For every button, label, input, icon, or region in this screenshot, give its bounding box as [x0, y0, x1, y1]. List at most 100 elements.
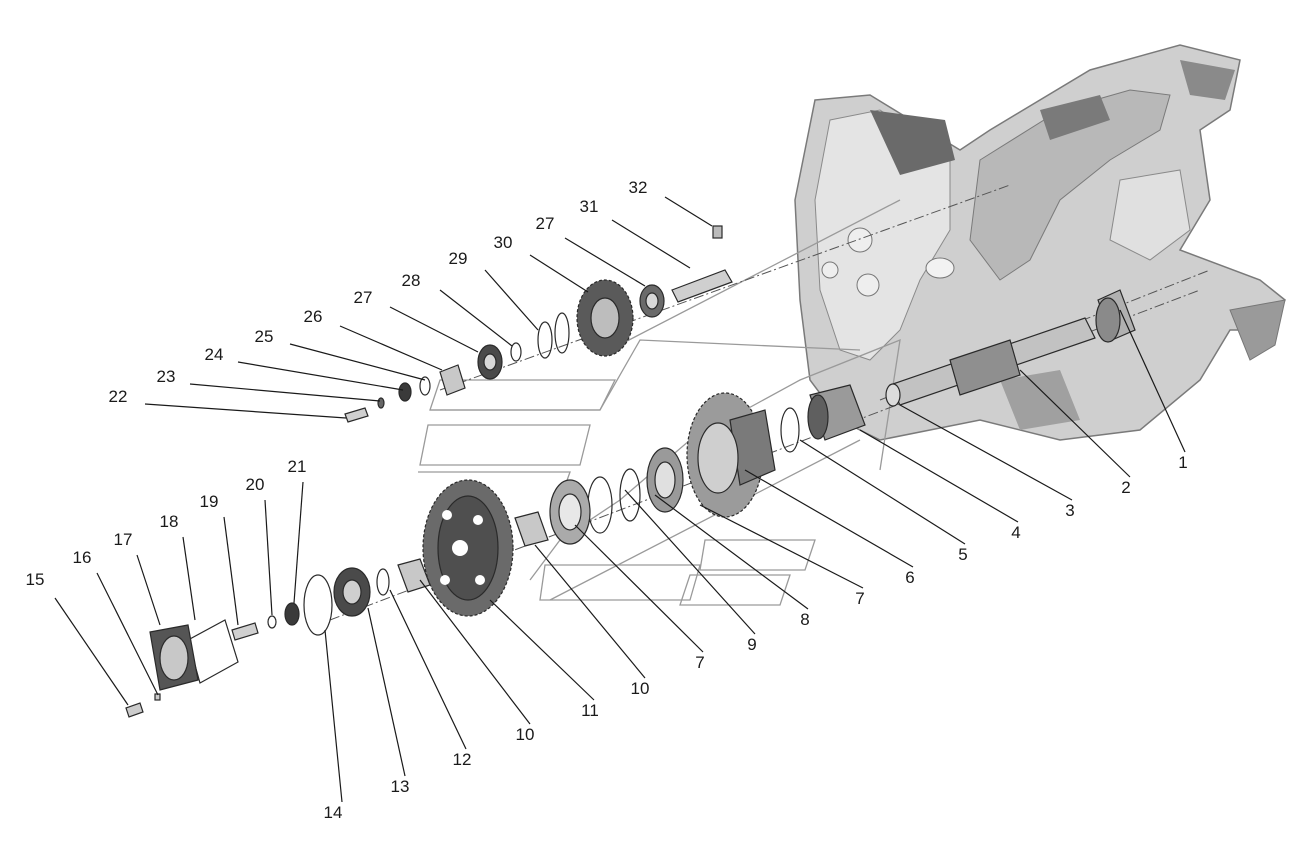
part-label-27: 27: [354, 288, 373, 307]
leader-line-30: [529, 254, 589, 293]
leader-line-8: [654, 494, 809, 610]
leader-line-10: [419, 579, 531, 725]
leader-line-4: [859, 429, 1019, 523]
leader-line-22: [144, 403, 347, 419]
leader-line-13: [367, 607, 406, 777]
part-24-washer: [398, 382, 412, 402]
leader-line-19: [223, 516, 239, 626]
part-27-bearing-lower: [477, 344, 503, 380]
part-13-bearing: [333, 567, 371, 617]
leader-line-24: [237, 361, 404, 391]
part-label-22: 22: [109, 387, 128, 406]
leader-line-27: [389, 306, 479, 353]
part-label-31: 31: [580, 197, 599, 216]
part-23-washer: [377, 397, 385, 409]
leader-line-21: [293, 481, 304, 604]
leader-line-7: [699, 504, 864, 589]
leader-line-26: [339, 325, 443, 371]
ghost-outlines: [418, 199, 901, 606]
part-label-12: 12: [453, 750, 472, 769]
part-15-bolt: [125, 702, 144, 718]
part-label-32: 32: [629, 178, 648, 197]
part-27-bearing-upper: [639, 284, 665, 318]
part-21-nut: [284, 602, 300, 626]
part-30-gear: [576, 279, 634, 357]
leader-line-7: [574, 524, 704, 653]
leader-line-29: [484, 269, 539, 331]
part-31-pin: [671, 269, 733, 303]
part-label-20: 20: [246, 475, 265, 494]
part-label-17: 17: [114, 530, 133, 549]
part-label-25: 25: [255, 327, 274, 346]
part-4-splined-hub: [807, 384, 866, 441]
part-label-16: 16: [73, 548, 92, 567]
part-6-gear: [686, 392, 776, 518]
leader-line-1: [1119, 309, 1186, 453]
leader-line-17: [136, 554, 161, 626]
part-12-ring: [376, 568, 390, 596]
part-2-shaft: [885, 317, 1096, 407]
part-26-bushing: [439, 364, 466, 396]
part-29-rings: [537, 312, 570, 359]
part-label-30: 30: [494, 233, 513, 252]
part-label-7: 7: [855, 589, 864, 608]
leader-line-12: [389, 589, 467, 750]
part-28-ring: [510, 342, 522, 362]
part-label-19: 19: [200, 492, 219, 511]
part-label-7: 7: [695, 653, 704, 672]
part-1-bearing: [1095, 289, 1136, 343]
leader-line-15: [54, 597, 129, 706]
part-label-3: 3: [1065, 501, 1074, 520]
part-label-27: 27: [536, 214, 555, 233]
leader-line-25: [289, 343, 426, 381]
part-11-large-gear: [422, 479, 514, 617]
leader-line-23: [189, 383, 381, 402]
part-19-bolt: [231, 622, 259, 641]
leader-line-6: [744, 469, 914, 568]
part-label-5: 5: [958, 545, 967, 564]
part-8-ring: [619, 468, 641, 522]
leader-line-5: [799, 439, 966, 545]
leader-line-14: [324, 629, 343, 803]
part-label-11: 11: [581, 701, 599, 720]
leader-line-2: [1019, 369, 1131, 478]
part-20-washer: [267, 615, 277, 629]
leader-line-20: [264, 499, 273, 616]
part-label-13: 13: [391, 777, 410, 796]
part-label-1: 1: [1178, 453, 1187, 472]
leader-line-32: [664, 196, 713, 227]
leader-line-10: [534, 544, 646, 679]
leader-line-16: [96, 572, 159, 696]
part-5-ring: [780, 407, 800, 453]
leader-line-3: [899, 404, 1073, 501]
leader-line-28: [439, 289, 513, 347]
part-label-21: 21: [288, 457, 307, 476]
part-17-cover: [149, 624, 199, 691]
leader-line-9: [624, 489, 756, 635]
leader-line-27: [564, 237, 646, 287]
part-22-bolt: [344, 407, 369, 423]
part-9-ring: [587, 476, 613, 534]
part-label-10: 10: [631, 679, 650, 698]
part-25-ring: [419, 376, 431, 396]
part-label-29: 29: [449, 249, 468, 268]
part-label-15: 15: [26, 570, 45, 589]
callout-labels: 1234567789101011121314151617181920212223…: [26, 178, 1188, 822]
part-10b-bushing: [397, 558, 431, 593]
part-label-24: 24: [205, 345, 224, 364]
leader-line-11: [489, 599, 595, 701]
part-label-2: 2: [1121, 478, 1130, 497]
gearbox-housing: [794, 44, 1286, 441]
part-7b-bearing: [549, 479, 591, 545]
leader-line-18: [182, 536, 196, 621]
part-14-ring: [303, 574, 333, 636]
part-label-10: 10: [516, 725, 535, 744]
part-label-14: 14: [324, 803, 343, 822]
upper-axis-line: [439, 184, 1011, 391]
part-label-8: 8: [800, 610, 809, 629]
part-label-28: 28: [402, 271, 421, 290]
part-label-18: 18: [160, 512, 179, 531]
part-label-6: 6: [905, 568, 914, 587]
part-32-plug: [712, 225, 723, 239]
